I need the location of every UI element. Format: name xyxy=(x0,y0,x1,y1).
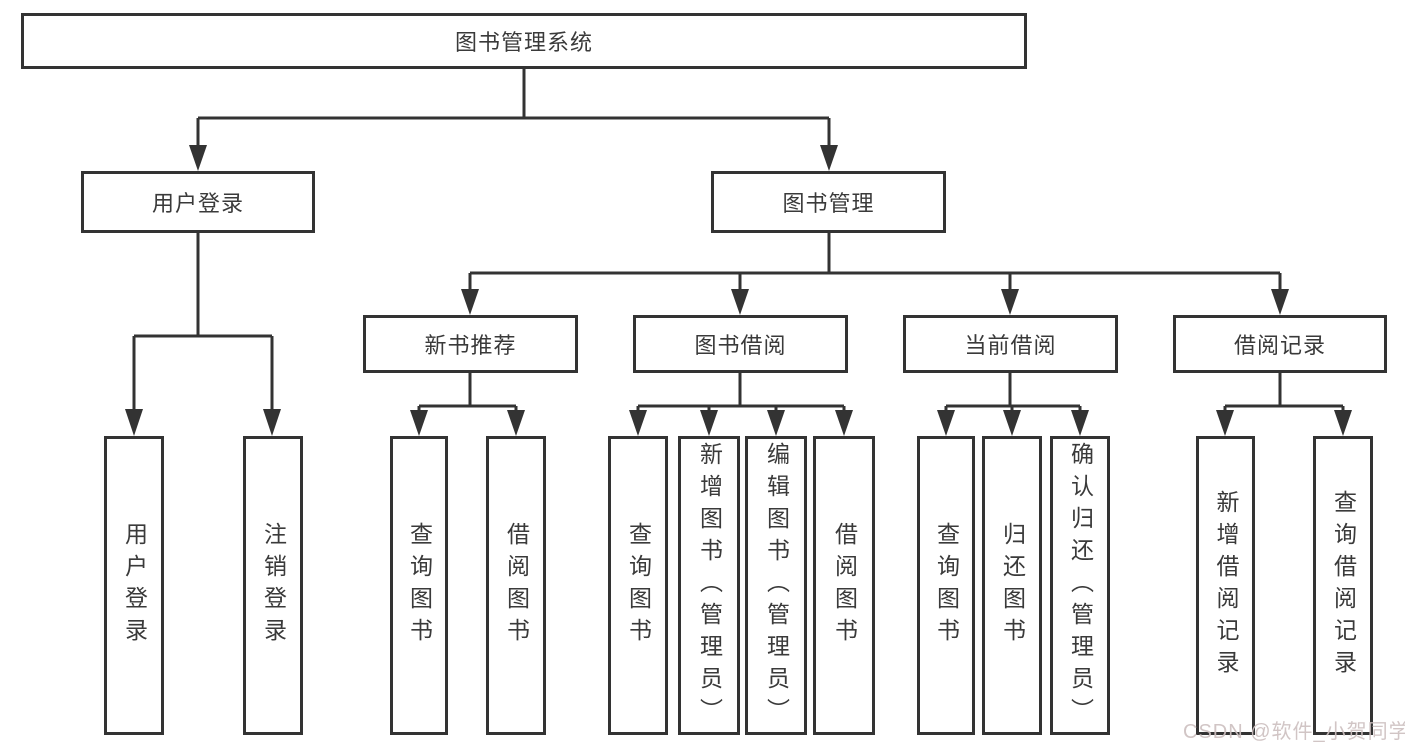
connector-group-book-management xyxy=(461,233,1289,315)
arrow-head xyxy=(629,410,647,436)
arrow-head xyxy=(1334,410,1352,436)
leaf-query-books-borrow: 查询图书 xyxy=(608,436,668,735)
arrow-head xyxy=(820,145,838,171)
leaf-query-books-recommend: 查询图书 xyxy=(390,436,448,735)
arrow-head xyxy=(835,410,853,436)
leaf-query-borrow-record: 查询借阅记录 xyxy=(1313,436,1373,735)
leaf-edit-book-admin: 编辑图书（管理员） xyxy=(745,436,807,735)
arrow-head xyxy=(1216,410,1234,436)
connector-group-root xyxy=(189,69,838,171)
leaf-query-books-current: 查询图书 xyxy=(917,436,975,735)
connector-group-current-borrow xyxy=(937,371,1089,436)
leaf-confirm-return-admin: 确认归还（管理员） xyxy=(1050,436,1110,735)
node-book-management: 图书管理 xyxy=(711,171,946,233)
leaf-borrow-books-recommend: 借阅图书 xyxy=(486,436,546,735)
arrow-head xyxy=(189,145,207,171)
arrow-head xyxy=(937,410,955,436)
node-borrow-records: 借阅记录 xyxy=(1173,315,1387,373)
arrow-head xyxy=(1003,410,1021,436)
csdn-watermark: CSDN @软件_小贺同学 xyxy=(1183,721,1405,743)
arrow-head xyxy=(1271,289,1289,315)
arrow-head xyxy=(461,289,479,315)
leaf-logout: 注销登录 xyxy=(243,436,303,735)
node-user-login: 用户登录 xyxy=(81,171,315,233)
arrow-head xyxy=(1001,289,1019,315)
node-book-borrow: 图书借阅 xyxy=(633,315,848,373)
node-new-book-recommend: 新书推荐 xyxy=(363,315,578,373)
node-current-borrow: 当前借阅 xyxy=(903,315,1118,373)
arrow-head xyxy=(507,410,525,436)
arrow-head xyxy=(263,409,281,436)
leaf-borrow-book: 借阅图书 xyxy=(813,436,875,735)
arrow-head xyxy=(767,410,785,436)
leaf-return-book: 归还图书 xyxy=(982,436,1042,735)
leaf-user-login: 用户登录 xyxy=(104,436,164,735)
connector-group-user-login xyxy=(125,233,281,436)
node-root-system: 图书管理系统 xyxy=(21,13,1027,69)
arrow-head xyxy=(700,410,718,436)
leaf-add-borrow-record: 新增借阅记录 xyxy=(1196,436,1255,735)
arrow-head xyxy=(125,409,143,436)
connector-group-book-borrow xyxy=(629,371,853,436)
connector-group-borrow-records xyxy=(1216,371,1352,436)
arrow-head xyxy=(731,289,749,315)
arrow-head xyxy=(1071,410,1089,436)
leaf-add-book-admin: 新增图书（管理员） xyxy=(678,436,740,735)
arrow-head xyxy=(410,410,428,436)
connector-group-new-book-recommend xyxy=(410,371,525,436)
